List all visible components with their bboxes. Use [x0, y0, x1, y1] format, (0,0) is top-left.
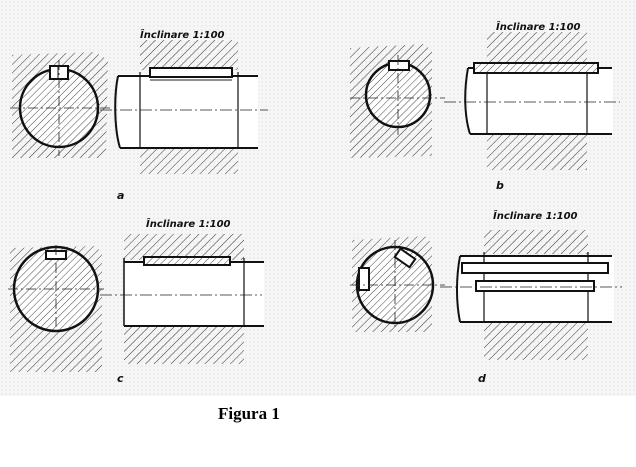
panel-c-longitudinal [100, 234, 264, 364]
figure-caption: Figura 1 [218, 404, 280, 423]
inclination-label-c: Înclinare 1:100 [146, 219, 231, 230]
panel-d-cross-section [350, 236, 445, 332]
panel-a-cross-section [10, 52, 112, 158]
key-section-side [358, 267, 370, 291]
panel-letter-c: c [117, 372, 124, 385]
key-section [388, 60, 410, 71]
key-upper [461, 262, 609, 274]
figure: Înclinare 1:100 Înclinare 1:100 Înclinar… [0, 0, 636, 396]
inclination-label-d: Înclinare 1:100 [493, 211, 578, 222]
panel-b-cross-section [350, 44, 445, 158]
key [143, 256, 231, 266]
panel-c-cross-section [8, 245, 104, 372]
panel-letter-a: a [117, 189, 125, 202]
inclination-label-b: Înclinare 1:100 [496, 22, 581, 33]
key [473, 62, 599, 74]
technical-drawing [8, 32, 622, 372]
key [149, 67, 233, 78]
key-section-top [393, 247, 417, 269]
panel-letter-d: d [478, 372, 486, 385]
panel-letter-b: b [496, 179, 504, 192]
panel-d-longitudinal [440, 230, 622, 360]
inclination-label-a: Înclinare 1:100 [140, 30, 225, 41]
key-lower [475, 280, 595, 292]
panel-b-longitudinal [444, 32, 620, 170]
panel-a-longitudinal [100, 40, 268, 174]
